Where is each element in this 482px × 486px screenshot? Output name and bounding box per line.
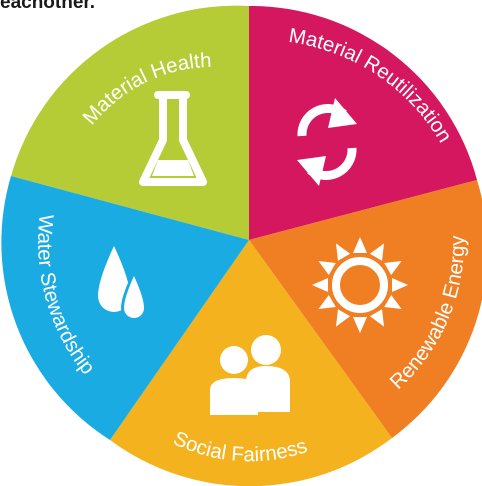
- segment-social-fairness: [110, 240, 392, 486]
- recycle-arrows-icon: [297, 98, 357, 186]
- sun-icon: [312, 237, 408, 333]
- people-icon: [210, 335, 290, 415]
- water-drops-icon: [98, 246, 147, 321]
- flask-icon: [139, 91, 207, 186]
- top-text-fragment: eachother.: [0, 0, 96, 13]
- segment-material-reutilization: [249, 5, 477, 240]
